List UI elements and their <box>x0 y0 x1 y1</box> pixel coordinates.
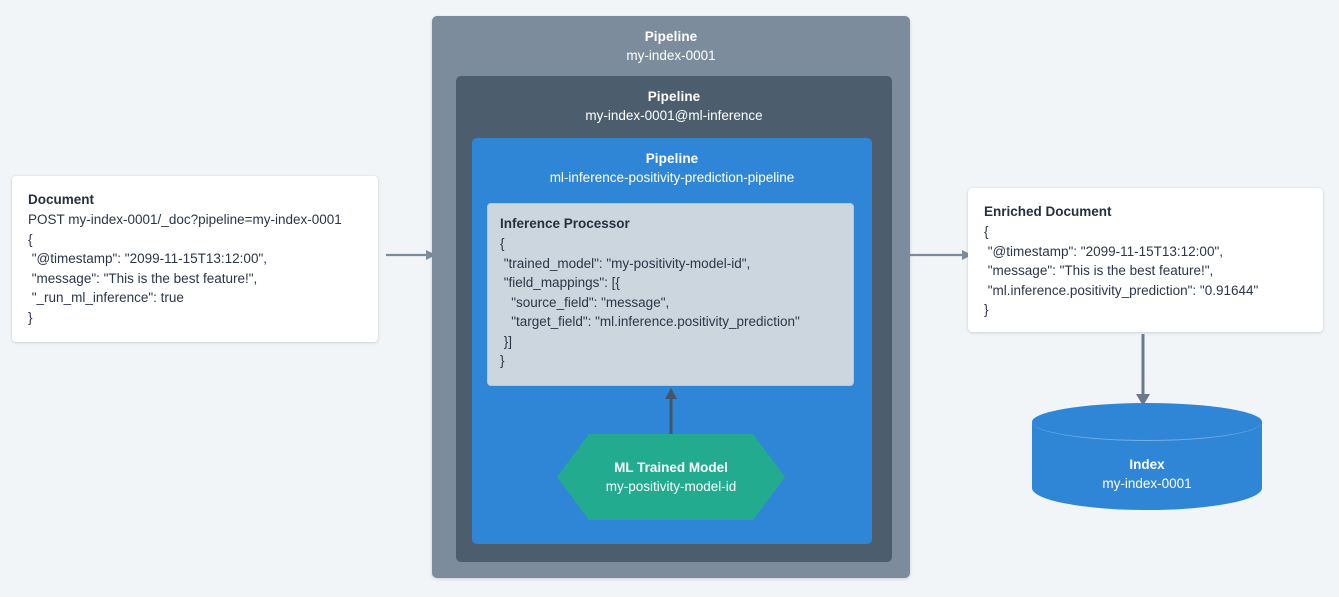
enriched-document-line: } <box>984 302 989 317</box>
enriched-document-card: Enriched Document { "@timestamp": "2099-… <box>968 188 1323 332</box>
inference-processor-box: Inference Processor { "trained_model": "… <box>487 203 854 386</box>
index-name: my-index-0001 <box>1102 476 1192 491</box>
document-line: "@timestamp": "2099-11-15T13:12:00", <box>28 251 267 266</box>
inference-processor-line: } <box>500 353 505 368</box>
document-title: Document <box>28 192 95 207</box>
ml-trained-model-name: my-positivity-model-id <box>605 479 737 494</box>
arrow-pipeline-to-enriched-icon <box>910 244 972 266</box>
inference-processor-line: { <box>500 236 505 251</box>
ml-trained-model-node: ML Trained Model my-positivity-model-id <box>557 434 785 520</box>
inference-processor-line: }] <box>500 333 513 349</box>
pipeline-outer-name: my-index-0001 <box>626 48 716 63</box>
document-line: "_run_ml_inference": true <box>28 290 184 305</box>
hexagon-shape <box>557 434 785 520</box>
cylinder-top-ellipse <box>1032 403 1262 441</box>
arrow-enriched-to-index-icon <box>1132 334 1154 406</box>
pipeline-middle-header: Pipeline my-index-0001@ml-inference <box>456 76 892 126</box>
enriched-document-line: "@timestamp": "2099-11-15T13:12:00", <box>984 243 1223 259</box>
enriched-document-line: "ml.inference.positivity_prediction": "0… <box>984 282 1259 298</box>
index-cylinder-node: Index my-index-0001 <box>1032 403 1262 529</box>
inference-processor-line: "target_field": "ml.inference.positivity… <box>500 314 800 329</box>
inference-processor-title: Inference Processor <box>500 216 630 231</box>
pipeline-middle-name: my-index-0001@ml-inference <box>585 108 763 123</box>
document-line: "message": "This is the best feature!", <box>28 270 258 286</box>
document-line: POST my-index-0001/_doc?pipeline=my-inde… <box>28 212 342 227</box>
inference-processor-line: "field_mappings": [{ <box>500 275 620 290</box>
pipeline-inner-header: Pipeline ml-inference-positivity-predict… <box>472 138 872 188</box>
enriched-document-title: Enriched Document <box>984 204 1112 219</box>
inference-processor-line: "source_field": "message", <box>500 294 670 310</box>
inference-processor-line: "trained_model": "my-positivity-model-id… <box>500 255 751 271</box>
arrow-model-to-processor-icon <box>660 388 682 438</box>
enriched-document-line: "message": "This is the best feature!", <box>984 263 1214 278</box>
document-card: Document POST my-index-0001/_doc?pipelin… <box>12 176 378 342</box>
document-line: } <box>28 309 33 325</box>
pipeline-outer-header: Pipeline my-index-0001 <box>432 16 910 66</box>
index-kind: Index <box>1129 457 1165 472</box>
arrow-document-to-pipeline-icon <box>386 244 436 266</box>
ml-trained-model-label: ML Trained Model my-positivity-model-id <box>557 434 785 520</box>
enriched-document-line: { <box>984 224 989 239</box>
pipeline-outer-kind: Pipeline <box>644 29 698 44</box>
ml-trained-model-kind: ML Trained Model <box>614 460 728 475</box>
document-line: { <box>28 231 33 247</box>
pipeline-middle-kind: Pipeline <box>647 89 701 104</box>
pipeline-inner-name: ml-inference-positivity-prediction-pipel… <box>549 170 795 185</box>
pipeline-inner-kind: Pipeline <box>645 151 699 166</box>
index-label: Index my-index-0001 <box>1032 455 1262 493</box>
